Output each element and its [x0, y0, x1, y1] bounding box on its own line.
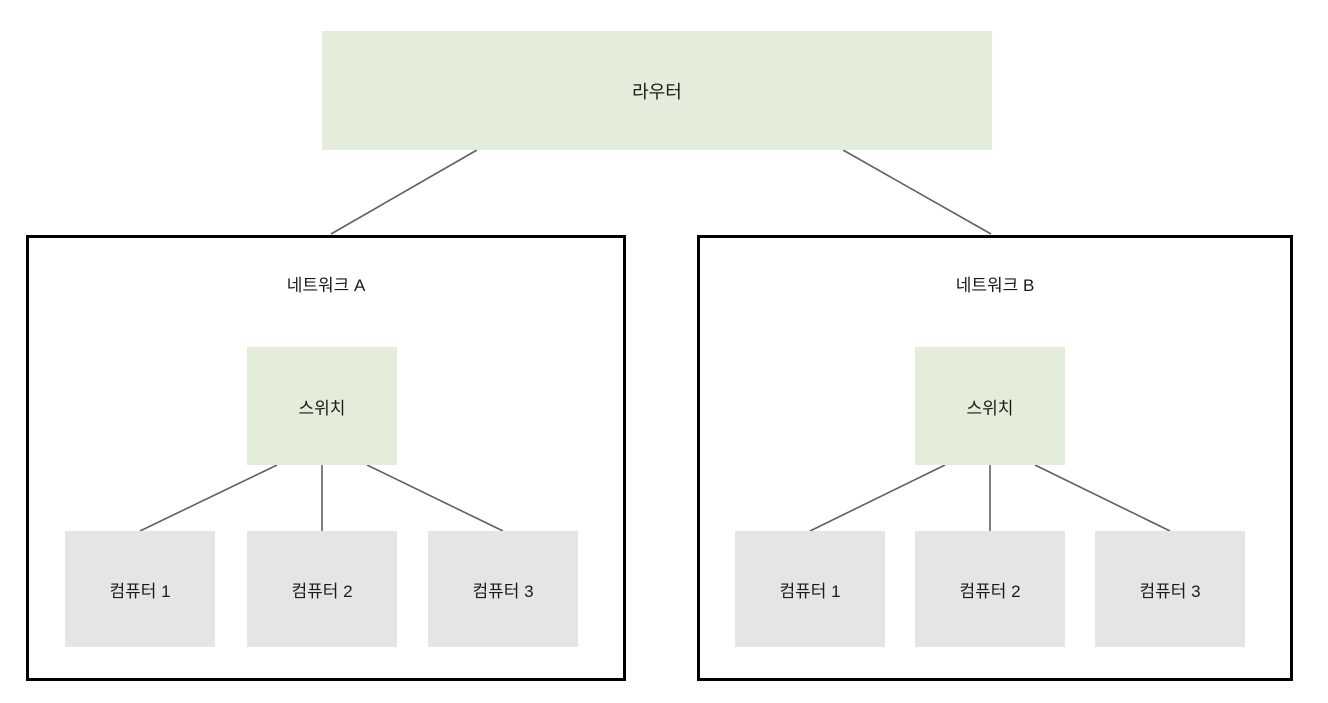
network-group-b-title: 네트워크 B [955, 276, 1035, 295]
node-computer-a-3[interactable]: 컴퓨터 3 [428, 531, 578, 647]
network-group-b[interactable]: 네트워크 B [697, 235, 1293, 681]
node-switch-b[interactable]: 스위치 [915, 347, 1065, 465]
node-computer-a-1-label: 컴퓨터 1 [109, 581, 171, 601]
node-computer-b-1-label: 컴퓨터 1 [779, 581, 841, 601]
node-switch-a-label: 스위치 [298, 398, 346, 418]
node-computer-a-3-label: 컴퓨터 3 [472, 581, 534, 601]
network-group-a-title: 네트워크 A [286, 276, 366, 295]
node-switch-b-label: 스위치 [966, 398, 1014, 418]
node-computer-b-3[interactable]: 컴퓨터 3 [1095, 531, 1245, 647]
node-switch-a[interactable]: 스위치 [247, 347, 397, 465]
edge-router-to-network-a [330, 149, 478, 235]
network-group-a[interactable]: 네트워크 A [26, 235, 626, 681]
node-computer-b-1[interactable]: 컴퓨터 1 [735, 531, 885, 647]
node-computer-b-3-label: 컴퓨터 3 [1139, 581, 1201, 601]
node-computer-b-2-label: 컴퓨터 2 [959, 581, 1021, 601]
node-computer-a-2-label: 컴퓨터 2 [291, 581, 353, 601]
node-computer-a-2[interactable]: 컴퓨터 2 [247, 531, 397, 647]
edge-router-to-network-b [842, 149, 992, 235]
node-computer-a-1[interactable]: 컴퓨터 1 [65, 531, 215, 647]
node-router[interactable]: 라우터 [322, 31, 992, 150]
node-router-label: 라우터 [632, 81, 682, 102]
node-computer-b-2[interactable]: 컴퓨터 2 [915, 531, 1065, 647]
